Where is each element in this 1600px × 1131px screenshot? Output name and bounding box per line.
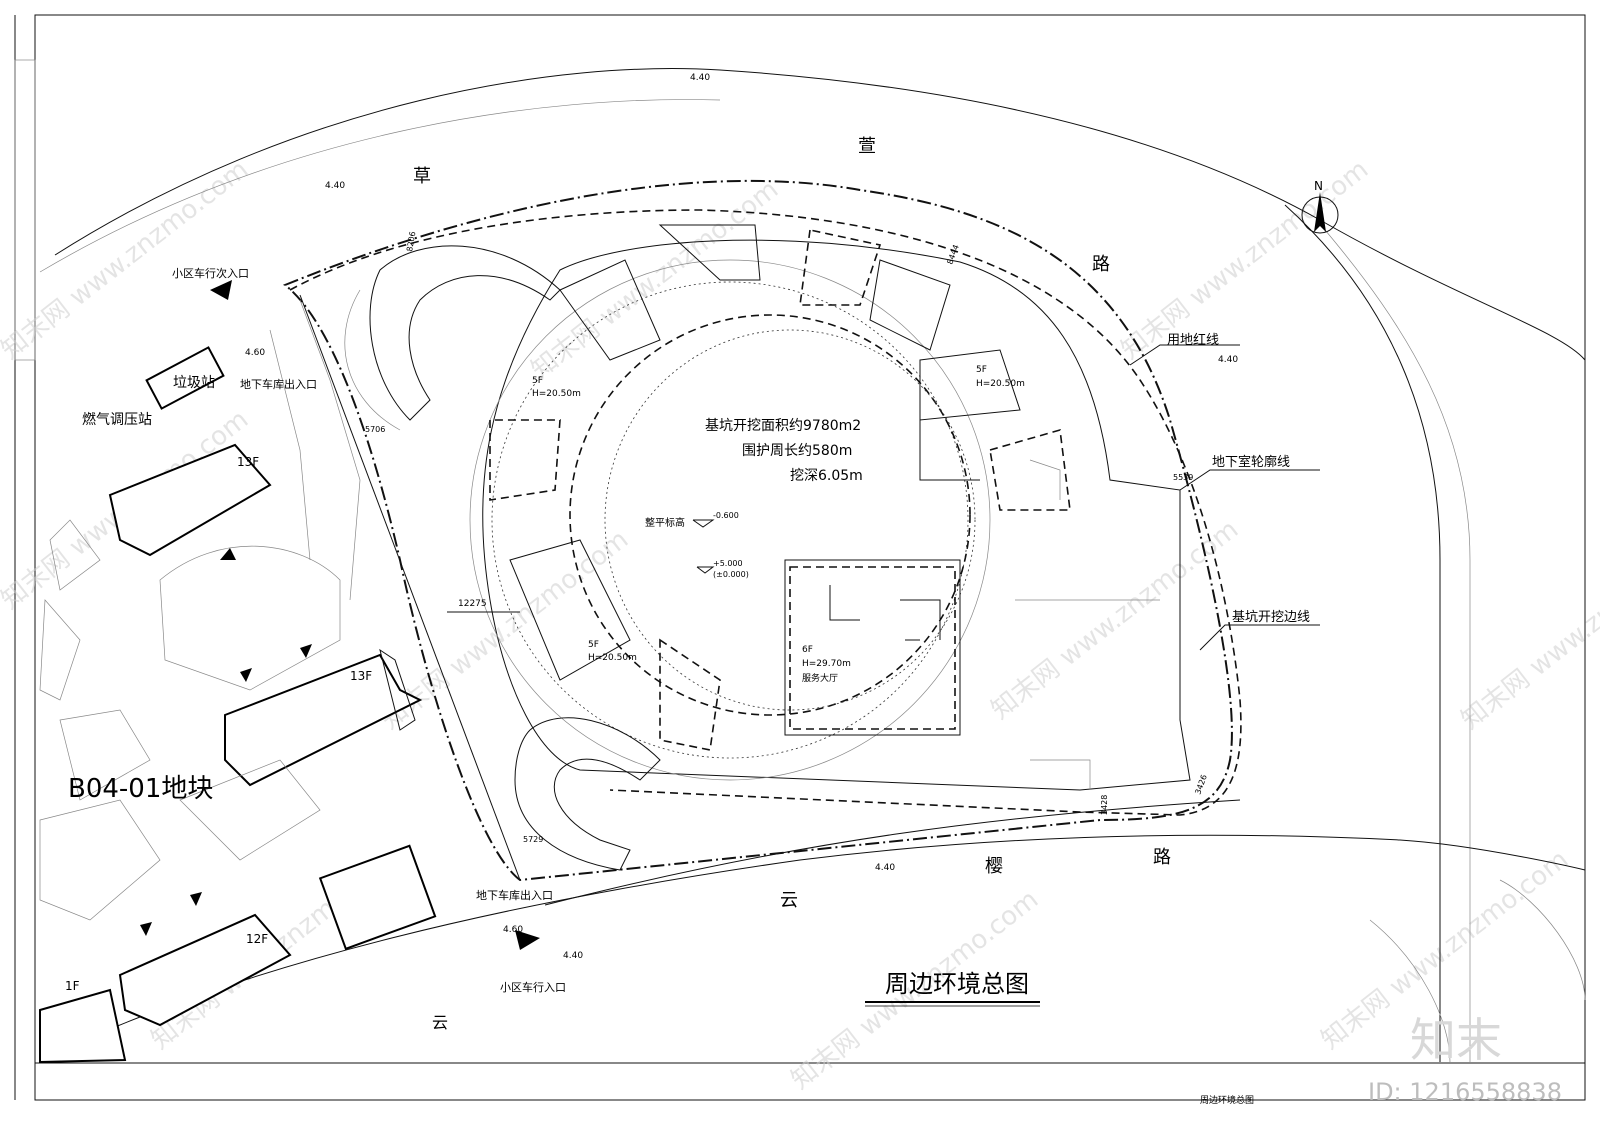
excavation-depth-note: 挖深6.05m xyxy=(790,468,863,484)
ring-building-floors: 5F xyxy=(588,640,599,650)
ring-building-height: H=20.50m xyxy=(976,379,1025,389)
garbage-station-label: 垃圾站 xyxy=(173,375,215,391)
nw-arc-inner xyxy=(344,289,401,431)
road-lines xyxy=(39,68,1586,1063)
entry-triangle-icon xyxy=(210,280,232,300)
watermark-text: 知末网 www.znzmo.com xyxy=(1456,525,1600,736)
hall-height: H=29.70m xyxy=(802,659,851,669)
north-arrow-label: N xyxy=(1314,179,1323,193)
drawing-title: 周边环境总图 xyxy=(885,970,1029,998)
elevation-mark: 4.60 xyxy=(245,348,265,358)
road-name-char: 云 xyxy=(432,1013,448,1032)
ring-building-outlines xyxy=(489,224,1160,790)
vehicle-entry-label: 小区车行入口 xyxy=(500,980,566,994)
gas-station-label: 燃气调压站 xyxy=(82,411,152,428)
watermark-text: 知末网 www.znzmo.com xyxy=(0,155,254,366)
inner-ring-circle xyxy=(569,314,971,716)
excavation-edge xyxy=(289,209,1242,816)
building-floors: 13F xyxy=(237,455,259,469)
building-floors: 12F xyxy=(246,932,268,946)
ring-building-height: H=20.50m xyxy=(588,653,637,663)
site-redline xyxy=(283,179,1233,882)
dimension-label: 12275 xyxy=(458,599,487,609)
arrow-markers xyxy=(140,548,312,936)
sheet-id: ID: 1216558838 xyxy=(1368,1078,1562,1106)
basement-outline xyxy=(482,239,1191,791)
dimension-label: 8444 xyxy=(945,243,960,265)
road-name-char: 云 xyxy=(780,890,798,911)
watermark-text: 知末网 www.znzmo.com xyxy=(1116,155,1374,366)
ring-building-height: H=20.50m xyxy=(532,389,581,399)
road-name-char: 路 xyxy=(1153,847,1171,868)
building-floors: 1F xyxy=(65,979,80,993)
redline-label: 用地红线 xyxy=(1167,332,1219,348)
datum-ref: (±0.000) xyxy=(713,570,749,579)
dimension-label: 5706 xyxy=(365,425,385,434)
footer-title: 周边环境总图 xyxy=(1200,1094,1254,1106)
callout-leaders xyxy=(447,344,1320,651)
dimension-label: 5539 xyxy=(1173,473,1193,482)
dimension-label: 8206 xyxy=(405,231,417,253)
datum-value: +5.000 xyxy=(713,559,743,568)
road-name-char: 萱 xyxy=(858,136,876,157)
excavation-perimeter-note: 围护周长约580m xyxy=(742,443,852,459)
sheet-border xyxy=(34,14,1586,1101)
elevation-mark: 4.40 xyxy=(690,73,710,83)
ring-dotted-circle xyxy=(491,281,969,759)
courtyard-ellipse xyxy=(604,329,976,711)
residential-buildings xyxy=(39,299,437,1064)
hall-name: 服务大厅 xyxy=(802,672,838,684)
garage-exit-label: 地下车库出入口 xyxy=(476,888,553,902)
ring-building-floors: 5F xyxy=(532,376,543,386)
datum-symbol-icon xyxy=(696,566,715,574)
grade-label: 整平标高 xyxy=(645,516,685,529)
grade-value: -0.600 xyxy=(713,511,739,520)
elevation-mark: 4.40 xyxy=(875,863,895,873)
excavation-area-note: 基坑开挖面积约9780m2 xyxy=(705,417,861,434)
nw-arc-wing xyxy=(369,245,561,421)
hall-floors: 6F xyxy=(802,645,813,655)
dimension-label: 5729 xyxy=(523,835,543,844)
garage-exit-label: 地下车库出入口 xyxy=(240,377,317,391)
road-name-char: 草 xyxy=(413,166,431,187)
road-name-char: 樱 xyxy=(985,856,1003,877)
north-arrow-icon xyxy=(1301,192,1339,234)
sw-arc-wing xyxy=(514,717,661,871)
excavation-edge-label: 基坑开挖边线 xyxy=(1232,610,1310,625)
road-name-char: 路 xyxy=(1092,254,1110,275)
elevation-mark: 4.60 xyxy=(503,925,523,935)
elevation-mark: 4.40 xyxy=(1218,355,1238,365)
dimension-label: 3426 xyxy=(1193,773,1208,795)
ring-building-floors: 5F xyxy=(976,365,987,375)
site-west-edge xyxy=(299,294,521,881)
outer-ring-circle xyxy=(469,259,991,781)
vehicle-entry-secondary-label: 小区车行次入口 xyxy=(172,266,249,280)
grade-symbol-icon xyxy=(692,519,715,528)
brand-watermark: 知末 xyxy=(1410,1013,1502,1067)
plot-label: B04-01地块 xyxy=(68,774,213,804)
elevation-mark: 4.40 xyxy=(563,951,583,961)
signature-column xyxy=(14,59,36,361)
elevation-mark: 4.40 xyxy=(325,181,345,191)
building-floors: 13F xyxy=(350,669,372,683)
entry-triangle-icon xyxy=(515,930,540,950)
dimension-label: 3428 xyxy=(1100,795,1109,815)
basement-outline-label: 地下室轮廓线 xyxy=(1212,454,1290,470)
watermark-text: 知末网 www.znzmo.com xyxy=(986,515,1244,726)
watermark-text: 知末网 www.znzmo.com xyxy=(376,525,634,736)
